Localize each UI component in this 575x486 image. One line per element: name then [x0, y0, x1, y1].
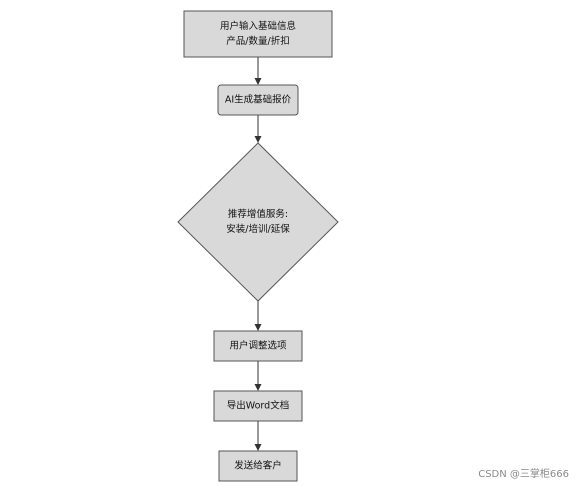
- node-export-shape: [213, 390, 303, 422]
- node-recommend-label: 安装/培训/延保: [226, 223, 290, 235]
- node-recommend-shape: [177, 142, 339, 302]
- node-adjust: 用户调整选项: [213, 330, 303, 362]
- edge-recommend-to-adjust: [254, 301, 262, 331]
- node-quote: AI生成基础报价: [217, 84, 299, 116]
- node-input-shape: [183, 10, 333, 58]
- node-quote-shape: [217, 84, 299, 116]
- edge-quote-to-recommend: [254, 115, 262, 143]
- nodes-layer: 用户输入基础信息产品/数量/折扣AI生成基础报价推荐增值服务:安装/培训/延保用…: [177, 10, 339, 482]
- edge-adjust-to-export: [254, 361, 262, 391]
- node-recommend: 推荐增值服务: 安装/培训/延保: [177, 142, 339, 302]
- node-quote-label: AI生成基础报价: [225, 94, 292, 106]
- arrow-head-icon: [254, 384, 262, 391]
- arrow-head-icon: [254, 78, 262, 85]
- edge-export-to-send: [254, 421, 262, 451]
- edge-input-to-quote: [254, 57, 262, 85]
- node-send-shape: [218, 450, 298, 482]
- arrow-head-icon: [254, 136, 262, 143]
- node-input-label: 用户输入基础信息: [220, 20, 296, 32]
- node-send-label: 发送给客户: [234, 460, 282, 472]
- arrow-head-icon: [254, 444, 262, 451]
- node-input-label: 产品/数量/折扣: [226, 35, 289, 47]
- node-send: 发送给客户: [218, 450, 298, 482]
- node-adjust-shape: [213, 330, 303, 362]
- watermark: CSDN @三掌柜666: [478, 469, 569, 480]
- node-export: 导出Word文档: [213, 390, 303, 422]
- node-recommend-label: 推荐增值服务:: [228, 208, 288, 220]
- edges-layer: [254, 57, 262, 451]
- arrow-head-icon: [254, 324, 262, 331]
- node-adjust-label: 用户调整选项: [229, 340, 287, 352]
- node-export-label: 导出Word文档: [227, 400, 289, 412]
